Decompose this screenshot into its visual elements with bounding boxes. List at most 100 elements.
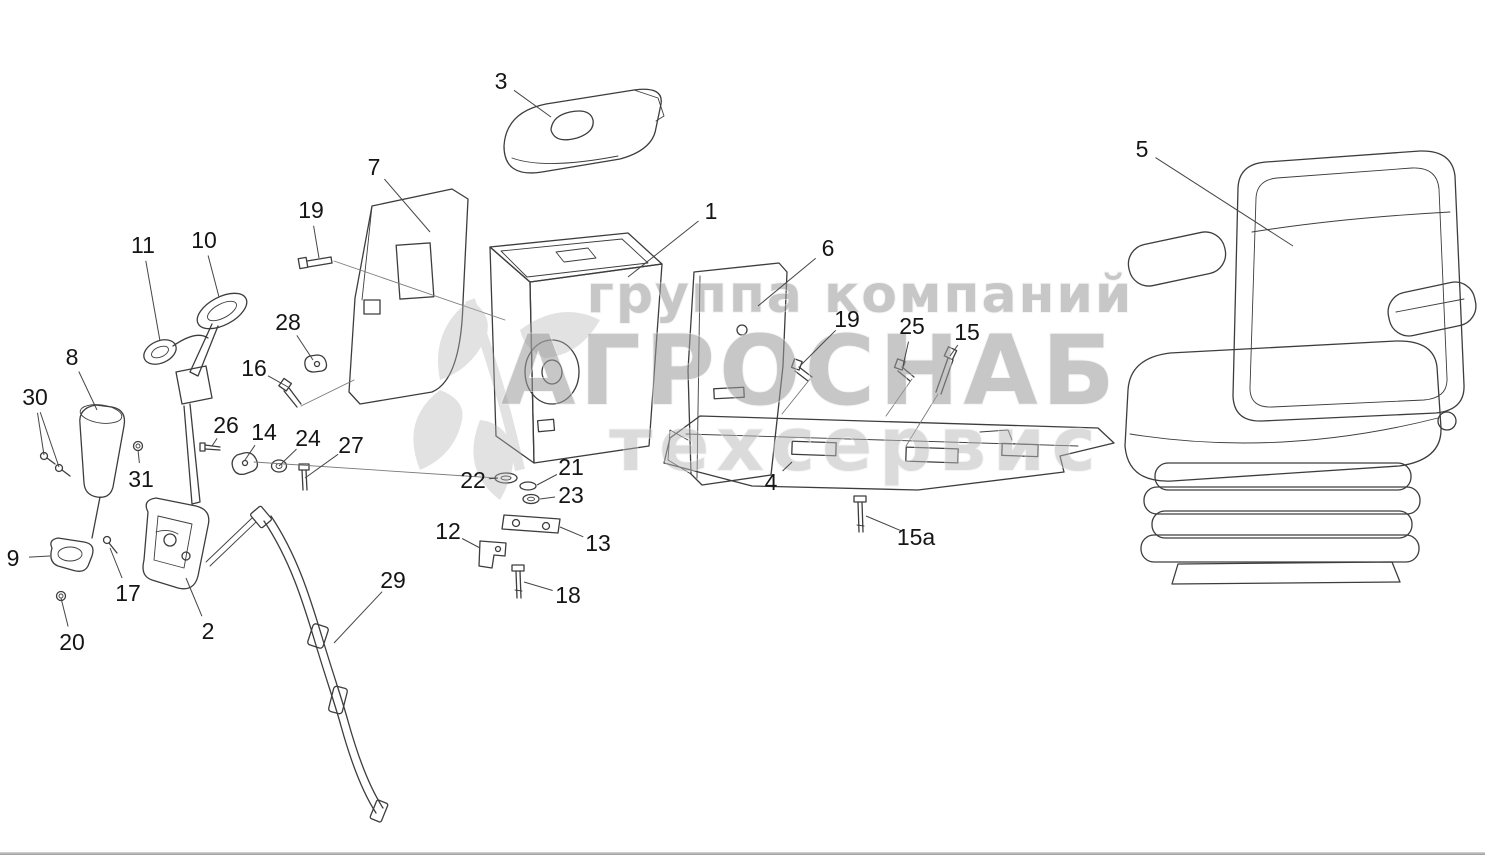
callout-leader-30	[37, 412, 45, 456]
callout-label-15a: 15a	[897, 524, 936, 550]
callout-label-10: 10	[191, 227, 217, 253]
clip-28	[304, 354, 328, 373]
lever10-shaft	[189, 323, 219, 377]
callout-leader-12	[461, 538, 481, 549]
callout-label-19: 19	[834, 306, 860, 332]
cover-outline	[503, 88, 662, 174]
callout-label-5: 5	[1136, 136, 1149, 162]
callout-leader-17	[109, 547, 123, 579]
frame-outline	[663, 415, 1115, 491]
cable-start-fitting	[250, 505, 272, 529]
cable-end-fitting	[369, 799, 389, 823]
callout-leader-31	[137, 449, 140, 464]
callout-label-14: 14	[251, 419, 277, 445]
side-panel-part	[348, 188, 469, 405]
callout-label-30: 30	[22, 384, 48, 410]
callout-leader-9	[28, 555, 51, 558]
callout-leader-2	[185, 577, 203, 617]
panel6-hole	[736, 324, 748, 336]
callout-leader-24	[278, 448, 297, 467]
lever11-ring	[143, 339, 177, 365]
base-frame-part	[663, 415, 1115, 491]
callout-label-13: 13	[585, 530, 611, 556]
line-art-layer	[39, 88, 1477, 823]
callout-label-11: 11	[131, 232, 155, 258]
grip-body	[79, 404, 126, 498]
pin-26	[199, 442, 221, 452]
bracket9-body	[50, 537, 94, 572]
panel7-outline	[348, 188, 469, 405]
bottom-edge	[0, 852, 1485, 855]
callout-leader-3	[513, 89, 552, 118]
lever10-knob	[196, 292, 248, 330]
callout-leader-11	[145, 260, 161, 342]
callout-leader-4	[782, 461, 793, 472]
callout-leader-16	[267, 375, 289, 388]
seat-backrest-inner	[1249, 167, 1448, 408]
callout-leader-15	[949, 344, 959, 357]
callout-leader-8	[78, 371, 98, 411]
frame-slot-2	[905, 446, 959, 464]
bolt-16	[278, 377, 355, 408]
bolt-18	[511, 564, 525, 599]
bracket2-slot	[155, 529, 179, 535]
bracket2-pivot-1	[163, 533, 177, 547]
callout-label-16: 16	[241, 355, 267, 381]
callout-label-1: 1	[705, 198, 718, 224]
lever-bracket-part	[142, 497, 257, 590]
watermark-line1: группа компаний	[587, 265, 1134, 325]
left-armrest	[1127, 231, 1227, 287]
bracket2-pivot-2	[181, 551, 191, 561]
callout-leader-10	[207, 255, 220, 298]
screw-17	[102, 535, 118, 554]
cover-slot	[550, 110, 594, 141]
grip-top	[79, 404, 123, 424]
small-lever-part	[143, 334, 209, 365]
callout-label-3: 3	[495, 68, 508, 94]
control-cable-part	[250, 505, 389, 823]
panel7-hole-small	[363, 299, 381, 315]
screws-30	[39, 451, 71, 477]
callout-leader-14	[244, 444, 256, 461]
bolt-27	[253, 461, 497, 491]
bracket9-jaw	[57, 546, 83, 562]
bolt-15	[905, 346, 958, 447]
box-front-face	[529, 263, 663, 464]
callout-leader-26	[211, 438, 218, 447]
seat-assembly-part	[1124, 150, 1477, 585]
bracket2-link-b	[209, 521, 257, 567]
callout-leader-29	[333, 591, 383, 644]
bolt-19-left	[297, 256, 506, 321]
callout-label-2: 2	[202, 618, 215, 644]
callout-label-6: 6	[822, 235, 835, 261]
callout-leader-27	[304, 453, 339, 479]
handle-grip-part	[79, 404, 126, 539]
console-box-part	[489, 232, 663, 464]
seat-cushion-seam	[1129, 417, 1439, 444]
rear-panel-part	[667, 262, 788, 486]
panel7-bend	[361, 205, 373, 301]
callout-leader-6	[757, 257, 817, 307]
watermark-line3: техсервис	[609, 402, 1102, 488]
ring-21	[519, 481, 537, 491]
callout-label-9: 9	[7, 545, 20, 571]
panel6-outline	[687, 262, 788, 486]
watermark-leaf-icon	[413, 298, 600, 500]
callout-label-4: 4	[765, 469, 778, 495]
bracket2-link-a	[205, 517, 253, 563]
callout-leader-20	[60, 597, 69, 627]
lever11-tail	[172, 334, 209, 347]
nut-31	[132, 440, 144, 452]
callout-leader-25	[902, 341, 909, 367]
callout-leader-18	[523, 581, 553, 591]
callout-leader-13	[559, 526, 584, 538]
bolt-25	[885, 358, 915, 417]
washer-23	[522, 493, 540, 505]
callout-label-20: 20	[59, 629, 85, 655]
box-slot	[536, 418, 556, 433]
lever10-rod	[183, 403, 201, 505]
bolt-19-right	[781, 358, 813, 415]
callout-label-21: 21	[558, 454, 584, 480]
